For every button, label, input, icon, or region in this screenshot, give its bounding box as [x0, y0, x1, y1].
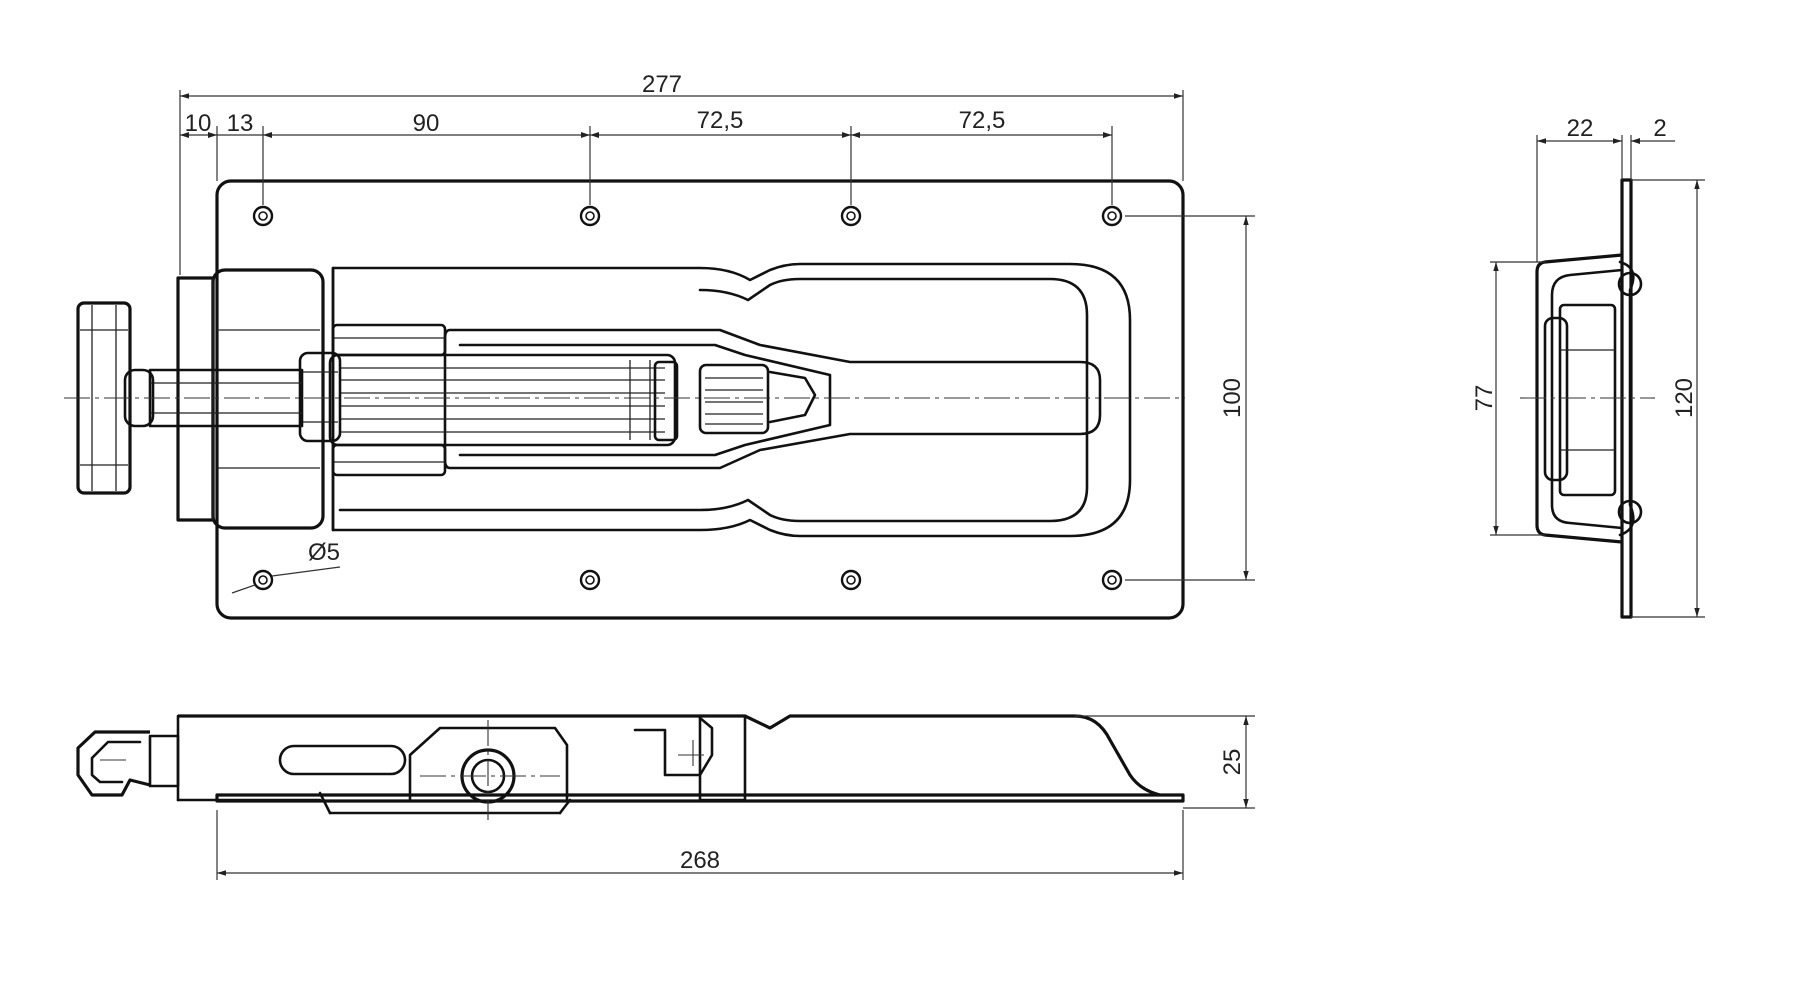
dim-seg-90: 90	[413, 110, 440, 137]
dim-side-plate-height: 120	[1671, 378, 1698, 418]
mounting-hole	[579, 569, 601, 591]
dim-hole-spacing: 100	[1219, 378, 1246, 418]
side-view	[1520, 178, 1655, 619]
dim-seg-72-a: 72,5	[697, 107, 744, 134]
side-latch-block	[1558, 303, 1617, 497]
mounting-hole	[252, 569, 274, 591]
lever-arm	[443, 328, 1102, 470]
dim-bottom-height: 25	[1219, 749, 1246, 776]
bottom-hook	[76, 730, 151, 797]
bottom-bolt-collar	[148, 734, 180, 788]
dim-side-body-height: 77	[1471, 385, 1498, 412]
dim-bottom-plate-length: 268	[680, 847, 720, 874]
top-view	[64, 179, 1185, 620]
mounting-hole	[840, 205, 862, 227]
handle-housing-inner	[338, 277, 1089, 523]
mounting-hole	[252, 205, 274, 227]
bottom-view	[76, 714, 1185, 820]
bottom-catch	[633, 716, 714, 777]
mounting-hole	[579, 205, 601, 227]
bolt-head	[211, 268, 325, 530]
bottom-dimensions: 25 268	[216, 715, 1255, 880]
bottom-housing	[178, 714, 1161, 797]
guide-lower	[331, 443, 447, 477]
pull-grip	[698, 363, 770, 435]
nut	[298, 351, 342, 443]
dim-seg-10: 10	[185, 110, 212, 137]
hole-spacing-dimension: 100	[1125, 215, 1255, 581]
mounting-holes	[252, 205, 1123, 591]
dim-seg-13: 13	[227, 110, 254, 137]
bottom-boss	[408, 726, 569, 802]
mounting-hole	[840, 569, 862, 591]
dim-side-depth: 22	[1567, 115, 1594, 142]
lever-arm-outline	[458, 343, 832, 457]
dim-side-plate: 2	[1653, 115, 1666, 142]
handle-housing	[331, 262, 1132, 538]
top-dimensions: 277 10 13 90 72,5 72,5	[179, 71, 1184, 275]
mounting-hole	[1101, 569, 1123, 591]
bottom-slot	[278, 744, 407, 776]
guide-upper	[331, 323, 447, 357]
side-dimensions: 22 2 77 120	[1471, 115, 1705, 618]
dim-hole-diameter: Ø5	[308, 539, 340, 566]
mounting-hole	[1101, 205, 1123, 227]
bolt-block	[176, 276, 215, 522]
dim-seg-72-b: 72,5	[959, 107, 1006, 134]
base-plate	[215, 179, 1185, 620]
spring-housing	[328, 353, 677, 447]
hole-diameter-callout: Ø5	[231, 539, 341, 594]
dim-overall-length: 277	[642, 71, 682, 98]
